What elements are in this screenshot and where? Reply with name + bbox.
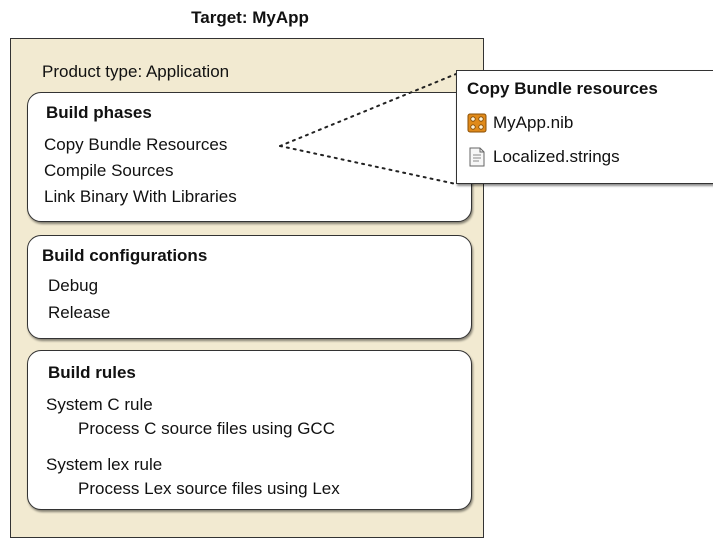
strings-file-icon	[469, 147, 485, 167]
rule-name: System lex rule	[46, 455, 163, 474]
resource-file-name: Localized.strings	[493, 147, 620, 166]
resource-file-name: MyApp.nib	[493, 113, 574, 132]
product-type-label: Product type: Application	[42, 62, 230, 81]
build-rules-box: Build rules System C rule Process C sour…	[27, 350, 472, 510]
rule-name: System C rule	[46, 395, 153, 414]
connector-line-bottom	[279, 145, 457, 185]
resource-file-row: Localized.strings	[467, 145, 620, 169]
nib-file-icon	[467, 113, 487, 133]
phase-compile-sources: Compile Sources	[44, 161, 174, 180]
connector-line-top	[279, 73, 457, 147]
config-debug: Debug	[48, 276, 99, 295]
build-phases-title: Build phases	[46, 103, 152, 122]
connector-lines	[279, 73, 457, 185]
copy-bundle-resources-panel: Copy Bundle resources MyApp.nib Localize…	[456, 70, 713, 184]
build-phases-box: Build phases Copy Bundle Resources Compi…	[27, 92, 472, 222]
config-release: Release	[48, 303, 111, 322]
build-configurations-box: Build configurations Debug Release	[27, 235, 472, 339]
rule-description: Process Lex source files using Lex	[78, 479, 340, 498]
rule-description: Process C source files using GCC	[78, 419, 335, 438]
diagram-title: Target: MyApp	[191, 8, 309, 27]
copy-bundle-resources-title: Copy Bundle resources	[467, 79, 658, 98]
phase-link-binary: Link Binary With Libraries	[44, 187, 237, 206]
build-configurations-title: Build configurations	[42, 246, 208, 265]
resource-file-row: MyApp.nib	[467, 111, 573, 135]
build-rules-title: Build rules	[48, 363, 136, 382]
phase-copy-bundle-resources: Copy Bundle Resources	[44, 135, 228, 154]
